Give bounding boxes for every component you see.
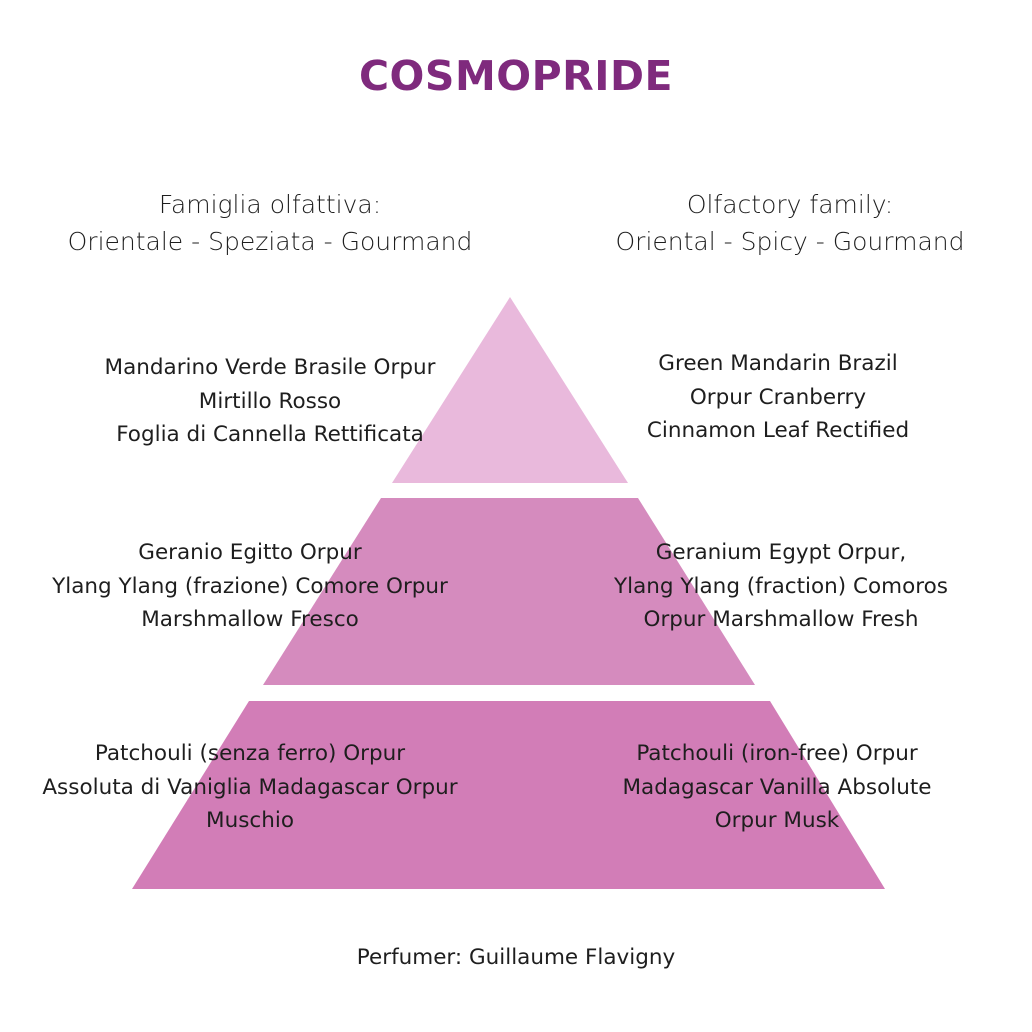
note-item: Marshmallow Fresco — [141, 607, 359, 632]
note-item: Muschio — [206, 808, 294, 833]
note-item: Ylang Ylang (frazione) Comore Orpur — [52, 573, 448, 599]
note-item: Madagascar Vanilla Absolute — [622, 774, 932, 800]
note-item: Orpur Musk — [714, 808, 840, 833]
base-notes-english: Patchouli (iron-free) Orpur Madagascar V… — [527, 737, 1027, 838]
perfume-title: COSMOPRIDE — [358, 52, 674, 100]
family-label-italian: Famiglia olfattiva: — [158, 190, 382, 219]
olfactory-family-italian: Famiglia olfattiva: Orientale - Speziata… — [20, 186, 520, 260]
heart-notes-italian: Geranio Egitto Orpur Ylang Ylang (frazio… — [0, 536, 500, 637]
pyramid-base-tier — [132, 701, 885, 889]
note-item: Geranium Egypt Orpur, — [655, 540, 907, 565]
note-item: Geranio Egitto Orpur — [138, 540, 362, 565]
top-notes-english: Green Mandarin Brazil Orpur Cranberry Ci… — [528, 347, 1028, 448]
heart-notes-english: Geranium Egypt Orpur, Ylang Ylang (fract… — [531, 536, 1031, 637]
pyramid-middle-tier — [263, 498, 755, 685]
family-label-english: Olfactory family: — [686, 190, 894, 219]
olfactory-family-english: Olfactory family: Oriental - Spicy - Gou… — [540, 186, 1032, 260]
top-notes-italian: Mandarino Verde Brasile Orpur Mirtillo R… — [20, 351, 520, 452]
note-item: Foglia di Cannella Rettificata — [116, 422, 424, 447]
note-item: Mirtillo Rosso — [198, 388, 342, 414]
family-value-english: Oriental - Spicy - Gourmand — [615, 227, 965, 256]
note-item: Patchouli (senza ferro) Orpur — [94, 741, 406, 766]
note-item: Ylang Ylang (fraction) Comoros — [614, 573, 948, 599]
family-value-italian: Orientale - Speziata - Gourmand — [67, 227, 473, 256]
note-item: Green Mandarin Brazil — [658, 351, 898, 376]
perfumer-credit: Perfumer: Guillaume Flavigny — [356, 945, 676, 970]
note-item: Orpur Cranberry — [689, 384, 867, 410]
note-item: Patchouli (iron-free) Orpur — [636, 741, 918, 766]
base-notes-italian: Patchouli (senza ferro) Orpur Assoluta d… — [0, 737, 500, 838]
note-item: Assoluta di Vaniglia Madagascar Orpur — [42, 774, 458, 800]
pyramid-top-tier — [392, 297, 628, 483]
note-item: Orpur Marshmallow Fresh — [643, 607, 919, 632]
note-item: Mandarino Verde Brasile Orpur — [104, 355, 436, 380]
note-item: Cinnamon Leaf Rectified — [646, 418, 910, 443]
